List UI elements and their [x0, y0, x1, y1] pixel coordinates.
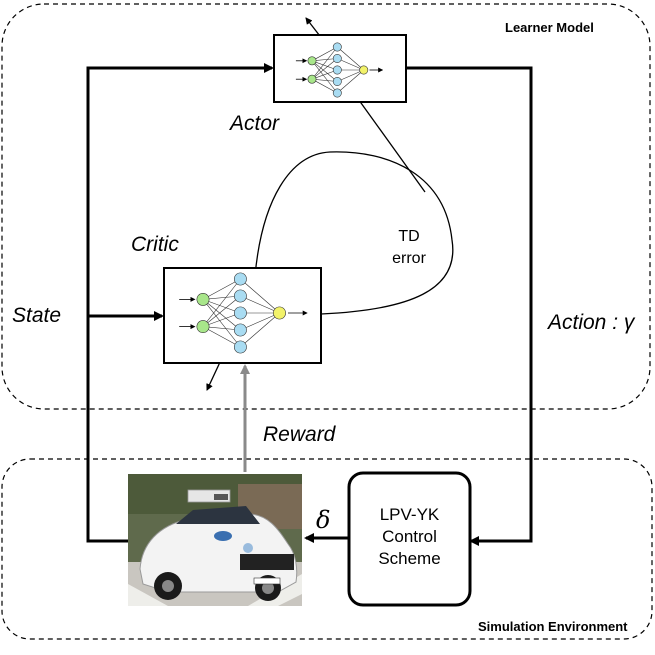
network-connection	[202, 326, 241, 348]
network-connection	[202, 299, 241, 348]
learner-model-label: Learner Model	[505, 20, 594, 35]
td-error-to-actor-line	[355, 95, 426, 193]
reward-label: Reward	[263, 423, 336, 446]
action-line	[406, 66, 533, 546]
hidden-node	[332, 65, 342, 75]
network-connection	[311, 78, 338, 94]
critic-label: Critic	[131, 233, 179, 256]
network-connection	[311, 46, 338, 62]
state-label: State	[12, 304, 62, 327]
input-node	[307, 56, 317, 66]
input-node	[307, 74, 317, 84]
output-node	[273, 306, 286, 320]
hidden-node	[332, 54, 342, 63]
network-connection	[202, 312, 241, 327]
controller-line2: Control	[382, 527, 437, 546]
controller-box	[347, 471, 472, 607]
network-connection	[240, 295, 280, 314]
actor-network-icon	[295, 42, 384, 98]
input-node	[196, 292, 210, 306]
network-connection	[311, 69, 338, 80]
hidden-node	[233, 289, 247, 303]
controller-label: LPV-YK Control Scheme	[349, 504, 470, 570]
network-connection	[337, 58, 364, 71]
hidden-node	[332, 42, 342, 52]
simulation-environment-region	[1, 458, 653, 640]
network-connection	[311, 60, 338, 82]
output-node	[359, 65, 369, 75]
network-connection	[311, 58, 338, 80]
action-label: Action : γ	[548, 311, 635, 334]
actor-label: Actor	[230, 112, 280, 135]
hidden-node	[233, 306, 247, 320]
critic-update-arrow	[206, 359, 222, 391]
td-error-line2: error	[392, 250, 426, 267]
network-connection	[202, 295, 241, 327]
network-connection	[240, 312, 280, 331]
hidden-node	[233, 340, 247, 354]
hidden-node	[233, 272, 247, 286]
input-node	[196, 320, 210, 334]
td-error-label: TD error	[384, 226, 434, 270]
network-connection	[337, 46, 364, 71]
network-connection	[240, 312, 280, 348]
network-connection	[311, 60, 338, 94]
network-connection	[337, 69, 364, 94]
controller-line1: LPV-YK	[379, 505, 440, 524]
critic-network-icon	[179, 272, 308, 354]
network-connection	[202, 299, 241, 314]
network-connection	[311, 46, 338, 80]
td-error-line1: TD	[398, 228, 420, 245]
autonomous-car-photo	[128, 474, 302, 606]
controller-line3: Scheme	[378, 549, 441, 568]
network-connection	[202, 299, 241, 331]
network-connection	[202, 278, 241, 300]
network-connection	[337, 69, 364, 82]
hidden-node	[332, 88, 342, 98]
hidden-node	[332, 77, 342, 86]
network-connection	[311, 60, 338, 71]
delta-label: δ	[316, 506, 331, 534]
state-feedback-line	[86, 63, 274, 543]
learner-model-region	[1, 3, 651, 410]
network-connection	[202, 278, 241, 327]
td-error-curve	[254, 151, 454, 315]
simulation-environment-label: Simulation Environment	[478, 619, 628, 634]
hidden-node	[233, 323, 247, 337]
network-connection	[240, 278, 280, 314]
